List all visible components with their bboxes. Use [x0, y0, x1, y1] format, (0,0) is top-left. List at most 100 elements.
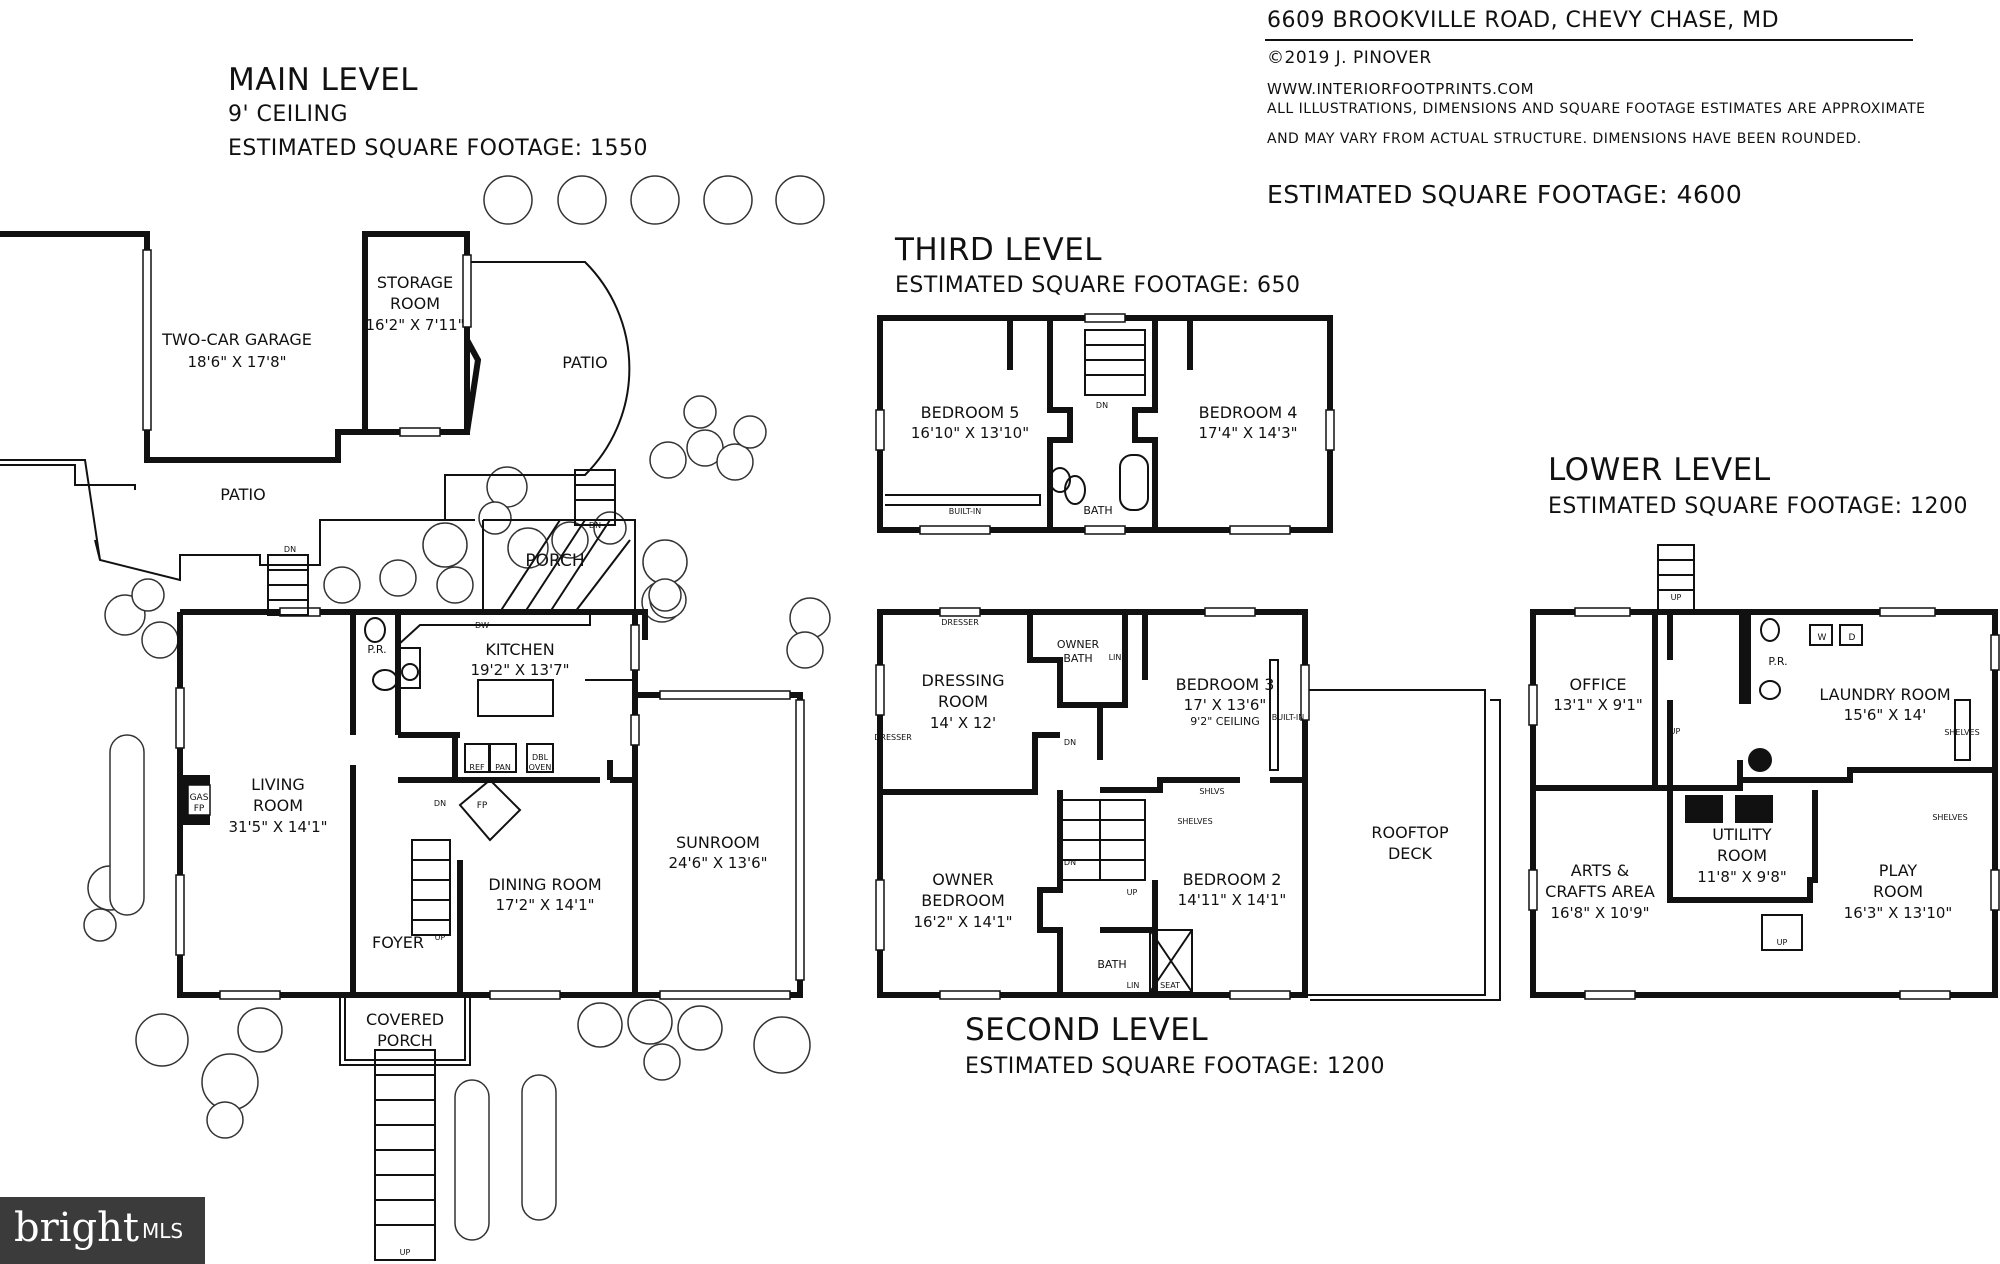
laundry-dim: 15'6" X 14' [1844, 706, 1927, 724]
bedroom-3-name: BEDROOM 3 [1176, 675, 1275, 694]
total-square-footage: ESTIMATED SQUARE FOOTAGE: 4600 [1267, 180, 1743, 209]
lower-level-plan: OFFICE 13'1" X 9'1" LAUNDRY ROOM 15'6" X… [1528, 544, 2000, 1000]
washer-label: W [1818, 633, 1827, 643]
lin-label-2: LIN [1127, 981, 1140, 990]
copyright-text: ©2019 J. PINOVER [1267, 48, 1432, 68]
bedroom-4-dim: 17'4" X 14'3" [1198, 424, 1297, 442]
third-bath-label: BATH [1083, 504, 1112, 517]
dressing-name-2: ROOM [938, 692, 988, 711]
kitchen-name: KITCHEN [485, 640, 554, 659]
bedroom-2-dim: 14'11" X 14'1" [1178, 891, 1287, 909]
living-name-1: LIVING [251, 775, 305, 794]
second-dn-2: DN [1064, 858, 1076, 867]
lower-up-3: UP [1777, 938, 1788, 947]
oven-label: OVEN [529, 763, 552, 772]
arts-dim: 16'8" X 10'9" [1550, 904, 1649, 922]
sunroom-dim: 24'6" X 13'6" [668, 854, 767, 872]
lower-up-2: UP [1670, 727, 1681, 736]
disclaimer-line-2: AND MAY VARY FROM ACTUAL STRUCTURE. DIME… [1267, 131, 1862, 147]
storage-name-2: ROOM [390, 294, 440, 313]
lower-shelves-label-1: SHELVES [1944, 728, 1979, 737]
lower-up-1: UP [1671, 593, 1682, 602]
second-dn-1: DN [1064, 738, 1076, 747]
rooftop-deck-1: ROOFTOP [1371, 823, 1449, 842]
owner-bath-1: OWNER [1057, 638, 1100, 651]
arts-name-2: CRAFTS AREA [1545, 882, 1655, 901]
office-name: OFFICE [1570, 675, 1627, 694]
property-address: 6609 BROOKVILLE ROAD, CHEVY CHASE, MD [1267, 8, 1780, 33]
main-level-ceiling: 9' CEILING [228, 102, 349, 127]
second-level-title: SECOND LEVEL [965, 1012, 1209, 1048]
bedroom-4-name: BEDROOM 4 [1199, 403, 1298, 422]
utility-name-1: UTILITY [1712, 825, 1772, 844]
main-pr-label: P.R. [367, 643, 386, 656]
owner-bedroom-1: OWNER [932, 870, 994, 889]
third-level-title: THIRD LEVEL [895, 232, 1103, 268]
dryer-label: D [1849, 633, 1856, 643]
main-level-sqft: ESTIMATED SQUARE FOOTAGE: 1550 [228, 136, 649, 161]
second-builtin-label: BUILT-IN [1272, 713, 1304, 722]
landscape-trees [83, 175, 831, 1241]
bedroom-5-name: BEDROOM 5 [921, 403, 1020, 422]
utility-dim: 11'8" X 9'8" [1697, 868, 1787, 886]
living-dim: 31'5" X 14'1" [228, 818, 327, 836]
dw-label: DW [475, 621, 489, 630]
lin-label-1: LIN [1109, 653, 1122, 662]
bedroom-3-ceiling: 9'2" CEILING [1190, 715, 1260, 728]
third-level-sqft: ESTIMATED SQUARE FOOTAGE: 650 [895, 273, 1301, 298]
bright-wordmark: bright [14, 1205, 139, 1251]
second-level-sqft: ESTIMATED SQUARE FOOTAGE: 1200 [965, 1054, 1386, 1079]
dressing-name-1: DRESSING [922, 671, 1005, 690]
fp-label: FP [194, 804, 205, 814]
play-name-1: PLAY [1879, 861, 1918, 880]
gas-label: GAS [190, 793, 209, 803]
bedroom-3-dim: 17' X 13'6" [1184, 696, 1267, 714]
main-dn-2: DN [589, 521, 601, 530]
main-dn-1: DN [284, 545, 296, 554]
utility-name-2: ROOM [1717, 846, 1767, 865]
main-up-1: UP [435, 933, 446, 942]
address-underline [1265, 39, 1913, 41]
foyer-label: FOYER [372, 933, 424, 952]
disclaimer-line-1: ALL ILLUSTRATIONS, DIMENSIONS AND SQUARE… [1267, 101, 1926, 117]
bright-mls-logo: bright MLS [0, 1197, 205, 1264]
third-level-plan: BEDROOM 5 16'10" X 13'10" BEDROOM 4 17'4… [875, 313, 1335, 535]
second-level-plan: DRESSING ROOM 14' X 12' DRESSER DRESSER … [874, 607, 1501, 1001]
dresser-label-2: DRESSER [874, 733, 912, 742]
third-builtin-label: BUILT-IN [949, 507, 981, 516]
garage-dim: 18'6" X 17'8" [187, 353, 286, 371]
patio-lower-label: PATIO [220, 485, 265, 504]
laundry-name: LAUNDRY ROOM [1819, 685, 1950, 704]
storage-dim: 16'2" X 7'11" [365, 316, 464, 334]
owner-bath-2: BATH [1063, 652, 1092, 665]
dining-fp-label: FP [477, 801, 488, 811]
website-text: WWW.INTERIORFOOTPRINTS.COM [1267, 80, 1535, 98]
kitchen-dim: 19'2" X 13'7" [470, 661, 569, 679]
dresser-label-1: DRESSER [941, 618, 979, 627]
main-dn-3: DN [434, 799, 446, 808]
second-up-label: UP [1127, 888, 1138, 897]
dining-name: DINING ROOM [488, 875, 601, 894]
bedroom-5-dim: 16'10" X 13'10" [911, 424, 1029, 442]
pan-label: PAN [495, 763, 511, 772]
mls-wordmark: MLS [142, 1219, 184, 1243]
owner-bedroom-dim: 16'2" X 14'1" [913, 913, 1012, 931]
second-shelves-label: SHELVES [1177, 817, 1212, 826]
lower-level-title: LOWER LEVEL [1548, 452, 1771, 488]
seat-label: SEAT [1160, 981, 1180, 990]
office-dim: 13'1" X 9'1" [1553, 696, 1643, 714]
ref-label: REF [469, 763, 485, 772]
patio-upper-label: PATIO [562, 353, 607, 372]
third-dn-label: DN [1096, 401, 1108, 410]
porch-label: PORCH [525, 551, 584, 571]
dbl-label: DBL [532, 753, 549, 762]
owner-bedroom-2: BEDROOM [921, 891, 1005, 910]
sunroom-name: SUNROOM [676, 833, 760, 852]
lower-level-sqft: ESTIMATED SQUARE FOOTAGE: 1200 [1548, 494, 1969, 519]
rooftop-deck-2: DECK [1388, 844, 1433, 863]
shlvs-label: SHLVS [1199, 787, 1224, 796]
main-level-title: MAIN LEVEL [228, 62, 419, 98]
play-dim: 16'3" X 13'10" [1844, 904, 1953, 922]
lower-shelves-label-2: SHELVES [1932, 813, 1967, 822]
covered-porch-2: PORCH [377, 1031, 433, 1050]
